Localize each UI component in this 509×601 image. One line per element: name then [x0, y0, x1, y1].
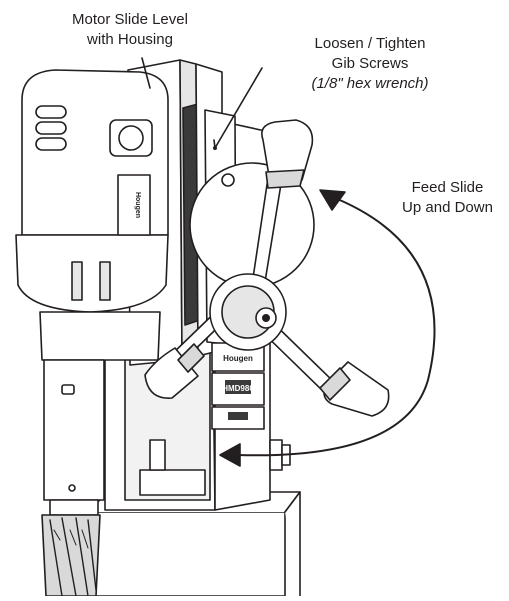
motor-brand-text: Hougen: [134, 192, 141, 218]
feed-direction-arrow-icon: [219, 189, 436, 467]
motor-slide-leader: [141, 57, 151, 89]
feed-handle-upper[interactable]: [249, 119, 314, 301]
feed-slide-line1: Feed Slide: [411, 179, 484, 196]
feed-slide-label: Feed Slide Up and Down: [385, 178, 509, 218]
motor-slide-label: Motor Slide Level with Housing: [55, 10, 205, 50]
gib-screws-line1: Loosen / Tighten: [314, 35, 426, 52]
feed-hub[interactable]: [209, 273, 287, 351]
gib-screws-label: Loosen / Tighten Gib Screws (1/8" hex wr…: [270, 34, 470, 94]
spindle-housing: [43, 359, 105, 516]
gib-screws-line2: Gib Screws: [331, 55, 409, 72]
model-plate-text: HMD980: [222, 384, 254, 393]
annular-cutter: [41, 514, 101, 597]
brand-plate-text: Hougen: [223, 354, 253, 363]
gib-screws-line3: (1/8" hex wrench): [311, 75, 429, 92]
motor-switch-icon: [118, 125, 144, 151]
motor-slide-line2: with Housing: [87, 31, 173, 48]
gib-screw-leader: [214, 67, 263, 149]
feed-slide-line2: Up and Down: [402, 199, 493, 216]
motor-housing: [15, 69, 169, 361]
motor-slide-line1: Motor Slide Level: [72, 11, 188, 28]
